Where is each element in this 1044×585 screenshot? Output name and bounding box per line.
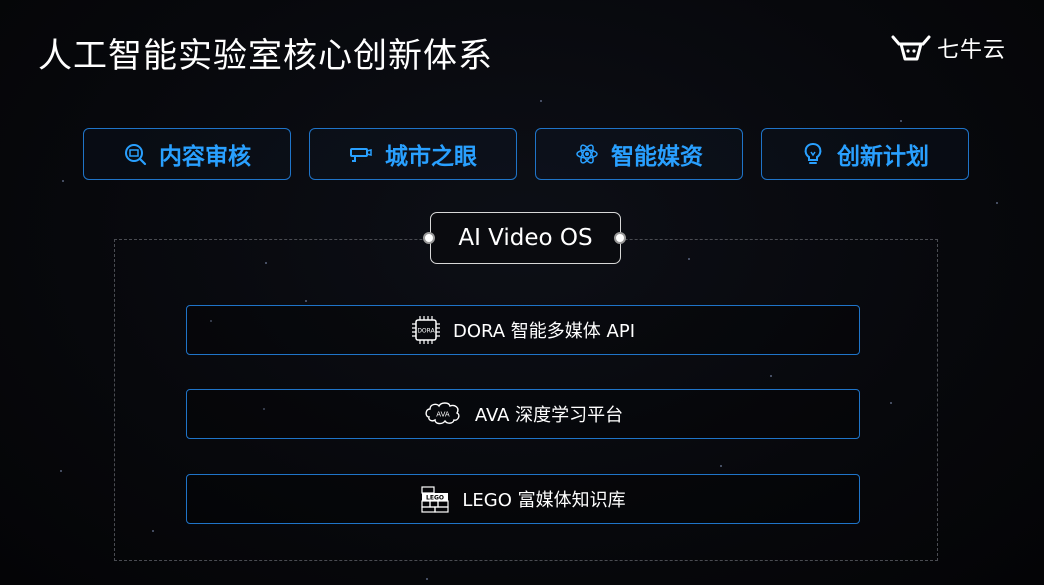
content-review-icon [125,144,147,166]
layer-label: AVA 深度学习平台 [474,405,624,426]
logo-text: 七牛云 [936,38,1006,63]
connector-dot-right [614,232,626,244]
module-content-review[interactable]: 内容审核 [83,128,291,180]
module-smart-media[interactable]: 智能媒资 [535,128,743,180]
camera-icon [350,148,372,162]
layer-label: DORA 智能多媒体 API [452,321,636,342]
slide-title: 人工智能实验室核心创新体系 [38,36,493,76]
layer-label: LEGO 富媒体知识库 [462,490,626,511]
module-label: 智能媒资 [611,144,703,170]
svg-text:LEGO: LEGO [426,495,444,502]
atom-icon [576,144,598,164]
lego-blocks-icon: LEGO [420,484,450,514]
chip-icon: DORA [411,315,441,345]
connector-dot-left [423,232,435,244]
ai-video-os-box[interactable]: AI Video OS [430,212,621,264]
module-label: 创新计划 [837,144,929,170]
layer-ava[interactable]: AVA AVA 深度学习平台 [186,389,860,439]
module-city-eye[interactable]: 城市之眼 [309,128,517,180]
lightbulb-icon [804,143,822,164]
module-label: 城市之眼 [385,144,477,170]
layer-dora[interactable]: DORA DORA 智能多媒体 API [186,305,860,355]
os-label: AI Video OS [458,225,593,251]
company-logo: 七牛云 [891,32,1006,64]
module-label: 内容审核 [159,144,251,170]
svg-text:DORA: DORA [417,328,435,335]
brain-icon: AVA [423,399,463,429]
bull-logo-icon [891,35,931,61]
module-innovation-plan[interactable]: 创新计划 [761,128,969,180]
svg-text:AVA: AVA [436,411,450,419]
module-row: 内容审核 城市之眼 智能媒资 创新计划 [83,128,969,180]
layer-lego[interactable]: LEGO LEGO 富媒体知识库 [186,474,860,524]
